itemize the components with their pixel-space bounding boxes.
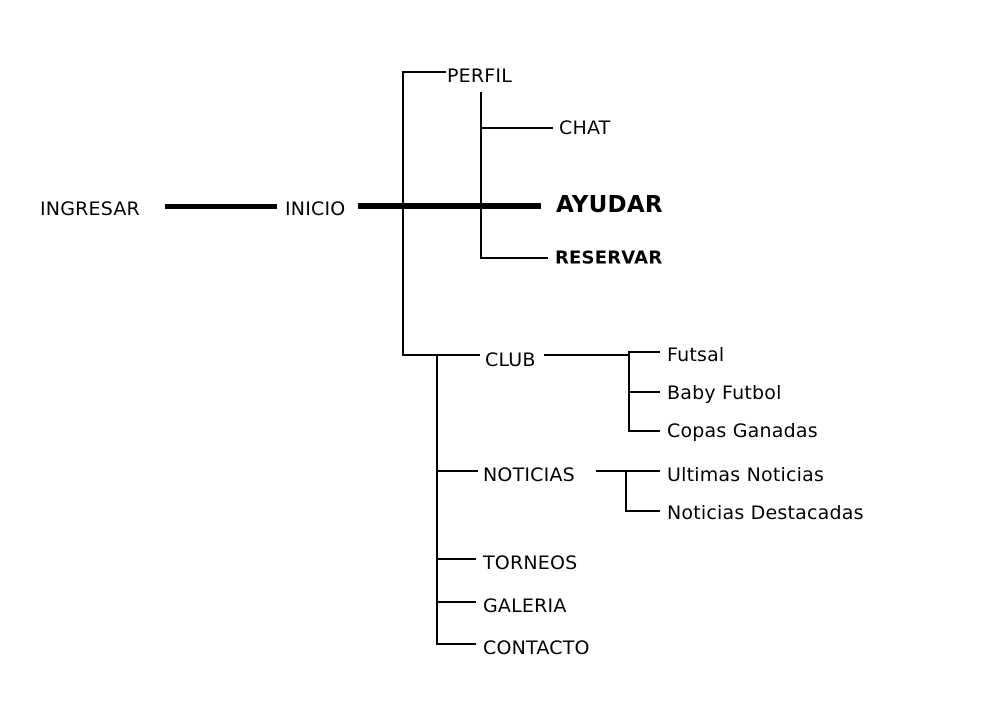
node-torneos: TORNEOS [483, 552, 578, 574]
node-perfil: PERFIL [447, 65, 512, 87]
connector-noticias-children-vertical [625, 470, 627, 512]
connector-to-chat [480, 127, 553, 129]
node-galeria: GALERIA [483, 595, 567, 617]
connector-ingresar-inicio [165, 204, 277, 209]
connector-to-reservar [480, 257, 548, 259]
connector-main-vertical [402, 71, 404, 356]
node-contacto: CONTACTO [483, 637, 590, 659]
node-noticias-destacadas: Noticias Destacadas [667, 502, 864, 524]
node-ultimas-noticias: Ultimas Noticias [667, 464, 825, 486]
connector-perfil-children-vertical [480, 92, 482, 259]
node-ingresar: INGRESAR [40, 198, 140, 220]
connector-club-to-children [544, 354, 630, 356]
node-copas-ganadas: Copas Ganadas [667, 420, 818, 442]
node-futsal: Futsal [667, 344, 725, 366]
connector-to-baby-futbol [628, 391, 660, 393]
node-chat: CHAT [559, 117, 611, 139]
connector-lower-vertical [436, 354, 438, 644]
connector-to-noticias-destacadas [625, 510, 660, 512]
connector-to-contacto [436, 643, 476, 645]
node-baby-futbol: Baby Futbol [667, 382, 782, 404]
connector-to-noticias [436, 470, 478, 472]
connector-to-futsal [628, 351, 660, 353]
connector-noticias-to-ultimas [596, 470, 660, 472]
connector-to-torneos [436, 558, 476, 560]
connector-to-perfil [402, 71, 446, 73]
node-club: CLUB [485, 349, 536, 371]
connector-inicio-ayudar [358, 203, 541, 209]
connector-to-club [436, 354, 480, 356]
node-noticias: NOTICIAS [483, 464, 575, 486]
connector-to-copas-ganadas [628, 430, 660, 432]
connector-bridge [402, 354, 438, 356]
node-inicio: INICIO [285, 198, 346, 220]
connector-to-galeria [436, 601, 476, 603]
node-ayudar: AYUDAR [556, 192, 663, 218]
node-reservar: RESERVAR [555, 247, 663, 269]
